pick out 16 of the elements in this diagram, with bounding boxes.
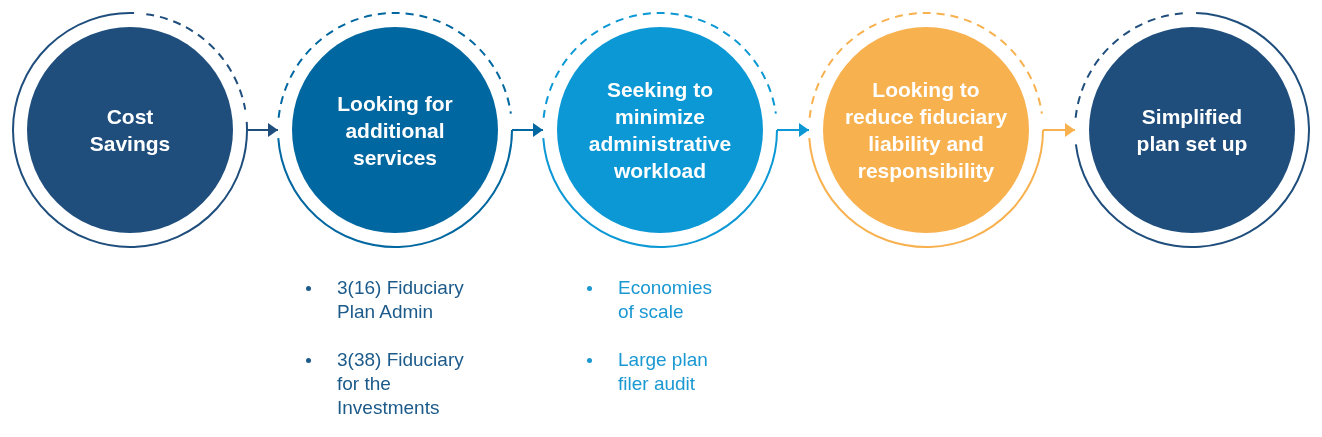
step-circle bbox=[541, 11, 779, 249]
step-label: Cost Savings bbox=[88, 104, 172, 157]
step-circle bbox=[276, 11, 514, 249]
step-circle bbox=[807, 11, 1045, 249]
arrow bbox=[1042, 123, 1076, 137]
step-label: Looking for additional services bbox=[336, 90, 454, 171]
bullet-text: 3(16) Fiduciary Plan Admin bbox=[337, 276, 465, 324]
step-label: Looking to reduce fiduciary liability and responsibility bbox=[843, 77, 1009, 184]
arrow bbox=[511, 123, 544, 137]
step-label: Simplified plan set up bbox=[1135, 104, 1249, 157]
step-label: Seeking to minimize administrative workload bbox=[587, 77, 733, 184]
arrow bbox=[776, 123, 810, 137]
bullet-text: Large plan filer audit bbox=[618, 348, 709, 396]
bullet-text: Economies of scale bbox=[618, 276, 713, 324]
arrow bbox=[246, 123, 279, 137]
bullet-text: 3(38) Fiduciary for the Investments bbox=[337, 348, 465, 420]
